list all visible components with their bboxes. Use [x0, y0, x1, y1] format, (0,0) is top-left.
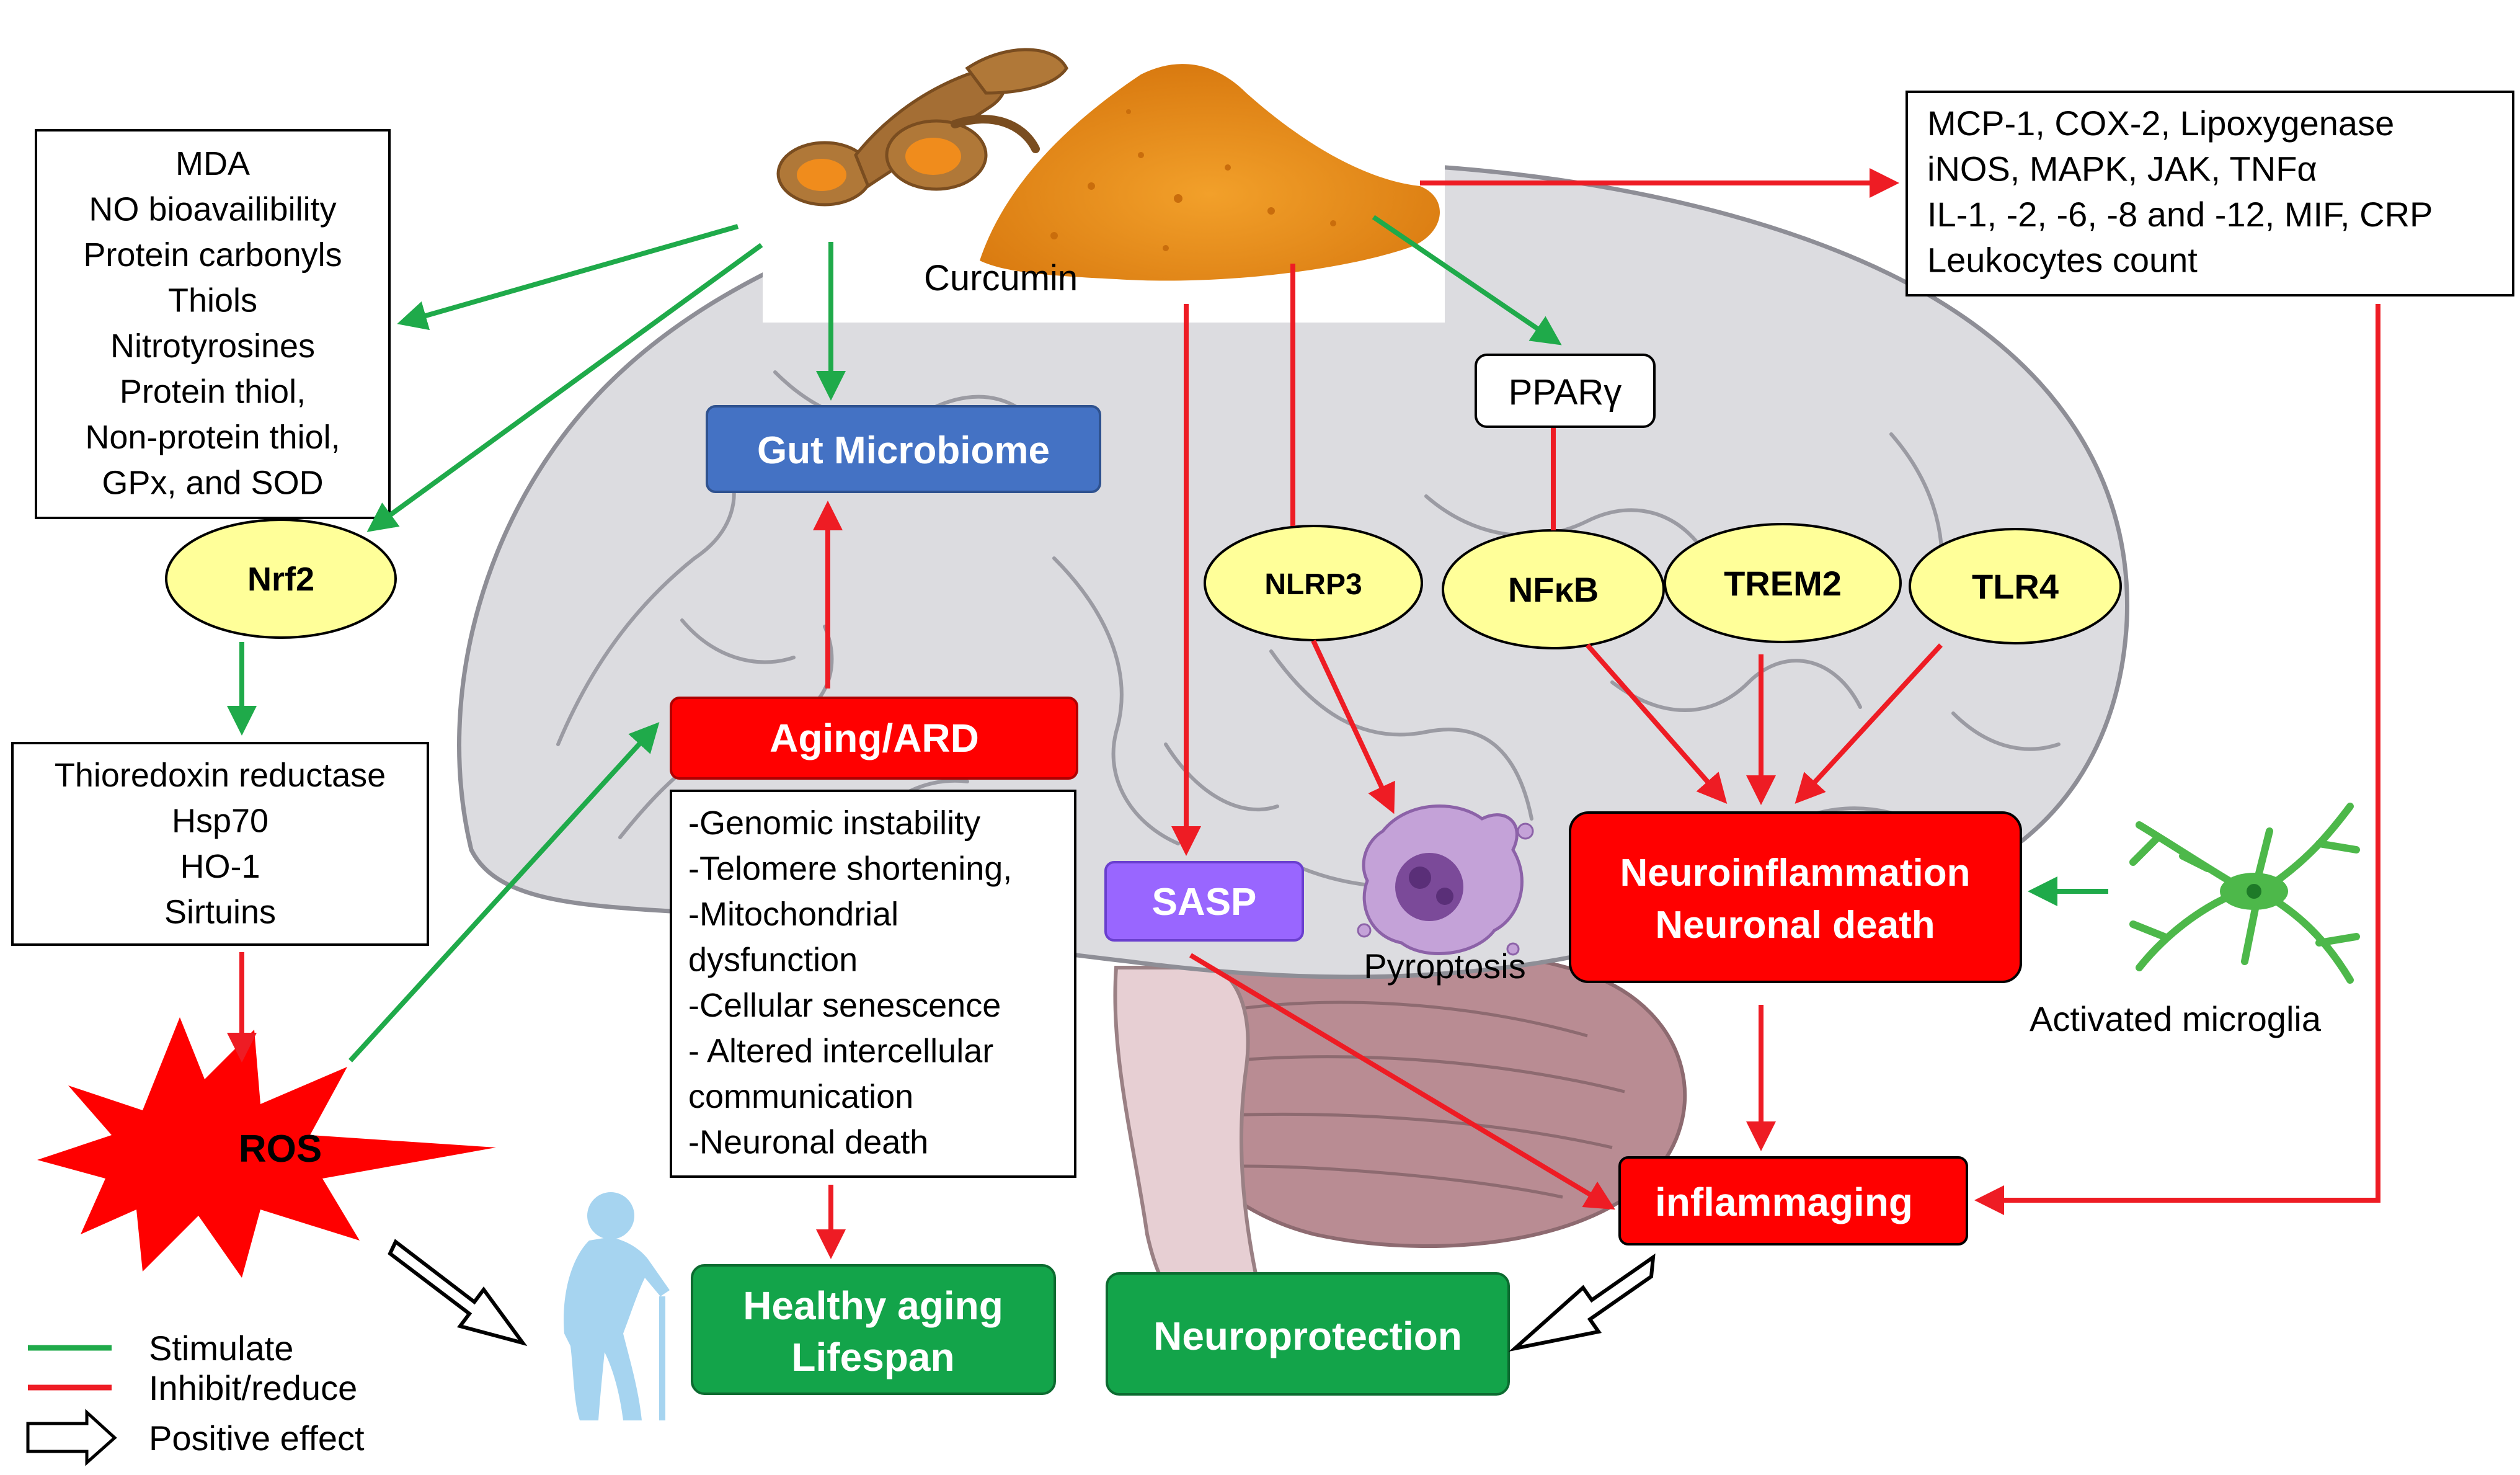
aging-feature-line: -Telomere shortening,: [688, 850, 1012, 888]
oxidative-marker-line: NO bioavailibility: [89, 191, 336, 228]
curcumin-label: Curcumin: [924, 258, 1078, 298]
activated-microglia-node: Activated microglia: [2030, 803, 2360, 1038]
arrow-cytokines-to-inflammaging: [1974, 304, 2380, 1215]
cytokine-line: iNOS, MAPK, JAK, TNFα: [1927, 149, 2317, 189]
aging-feature-line: -Genomic instability: [688, 804, 980, 842]
oxidative-marker-line: Thiols: [168, 282, 257, 319]
svg-text:Aging/ARD: Aging/ARD: [770, 716, 979, 760]
oxidative-marker-line: Nitrotyrosines: [110, 328, 315, 365]
svg-text:SASP: SASP: [1152, 881, 1257, 924]
arrow-nlrp3-to-pyroptosis: [1311, 639, 1395, 814]
oxidative-marker-line: Protein carbonyls: [83, 236, 342, 274]
svg-text:Gut Microbiome: Gut Microbiome: [757, 429, 1050, 472]
pyroptotic-cell-icon: [1357, 804, 1534, 956]
elderly-person-icon: [564, 1192, 670, 1420]
antioxidant-enzyme-line: HO-1: [180, 848, 260, 885]
oxidative-marker-line: MDA: [175, 145, 250, 182]
neuroinflammation-node: Neuroinflammation Neuronal death: [1569, 811, 2022, 983]
arrow-curcumin-to-ppar: [1372, 215, 1562, 345]
svg-text:Pyroptosis: Pyroptosis: [1364, 947, 1525, 986]
healthy-aging-node: Healthy aging Lifespan: [691, 1264, 1056, 1395]
cytokines-box: MCP-1, COX-2, Lipoxygenase iNOS, MAPK, JA…: [1906, 91, 2514, 296]
svg-text:Nrf2: Nrf2: [247, 561, 314, 598]
cytokine-line: MCP-1, COX-2, Lipoxygenase: [1927, 104, 2394, 143]
oxidative-marker-line: Protein thiol,: [120, 373, 306, 411]
curcumin-image: Curcumin: [763, 48, 1445, 323]
positive-arrow-inflammaging-to-neuroprotection: [1508, 1253, 1656, 1352]
gut-microbiome-node: Gut Microbiome: [706, 405, 1101, 493]
antioxidant-enzyme-line: Thioredoxin reductase: [55, 757, 386, 794]
ros-node: ROS: [37, 1017, 496, 1278]
aging-feature-line: - Altered intercellular: [688, 1033, 993, 1070]
legend-positive-arrow-icon: [26, 1409, 117, 1466]
svg-text:PPARγ: PPARγ: [1509, 372, 1622, 412]
arrow-nfkb-to-neuroinflammation: [1585, 643, 1728, 804]
aging-feature-line: -Neuronal death: [688, 1124, 928, 1161]
brain-stem: [1113, 966, 1267, 1324]
curcumin-powder-icon: [980, 64, 1440, 281]
svg-text:-Genomic instability-Telomere: -Genomic instability -Telomere shortening…: [688, 804, 1012, 1161]
aging-feature-line: -Mitochondrial: [688, 896, 898, 933]
aging-features-box: -Genomic instability -Telomere shortening…: [670, 790, 1076, 1178]
arrow-curcumin-to-nrf2: [366, 243, 763, 532]
svg-text:NLRP3: NLRP3: [1264, 568, 1362, 601]
svg-text:ROS: ROS: [239, 1128, 322, 1170]
pyroptosis-node: Pyroptosis: [1357, 804, 1534, 986]
positive-arrows-layer: [388, 1239, 1656, 1352]
legend-stimulate-label: Stimulate: [149, 1329, 293, 1368]
svg-text:Neuroprotection: Neuroprotection: [1153, 1314, 1462, 1358]
arrow-curcumin-to-oxidative-markers: [397, 224, 739, 331]
aging-ard-node: Aging/ARD: [670, 697, 1078, 780]
ppar-gamma-node: PPARγ: [1475, 354, 1656, 428]
cytokine-line: Leukocytes count: [1927, 241, 2198, 280]
legend-inhibit-label: Inhibit/reduce: [149, 1368, 357, 1407]
svg-text:NFκB: NFκB: [1508, 570, 1599, 609]
nrf2-node: Nrf2: [165, 519, 397, 639]
neuroprotection-node: Neuroprotection: [1106, 1272, 1510, 1396]
antioxidant-enzyme-line: Hsp70: [172, 803, 268, 840]
aging-feature-line: dysfunction: [688, 942, 858, 979]
arrow-ros-to-aging: [348, 722, 660, 1063]
legend-positive-label: Positive effect: [149, 1419, 365, 1458]
svg-text:Neuronal death: Neuronal death: [1655, 904, 1935, 947]
legend: Stimulate Inhibit/reduce Positive effect: [26, 1329, 365, 1466]
nfkb-node: NFκB: [1442, 529, 1665, 649]
trem2-node: TREM2: [1664, 523, 1902, 643]
antioxidant-enzyme-line: Sirtuins: [164, 894, 276, 931]
positive-arrow-ros-to-person: [388, 1239, 528, 1347]
svg-text:Healthy aging: Healthy aging: [743, 1283, 1003, 1328]
oxidative-marker-line: GPx, and SOD: [102, 465, 323, 502]
svg-text:Neuroinflammation: Neuroinflammation: [1620, 852, 1971, 894]
inflammaging-node: inflammaging: [1618, 1156, 1968, 1246]
oxidative-marker-line: Non-protein thiol,: [85, 419, 340, 456]
sasp-node: SASP: [1104, 861, 1304, 942]
svg-text:Activated microglia: Activated microglia: [2030, 999, 2322, 1038]
arrow-sasp-to-inflammaging: [1189, 953, 1615, 1210]
ros-burst-icon: [37, 1017, 496, 1278]
arrows-layer: [227, 168, 2380, 1259]
nlrp3-node: NLRP3: [1204, 525, 1423, 641]
svg-text:inflammaging: inflammaging: [1655, 1180, 1913, 1224]
svg-text:TLR4: TLR4: [1972, 567, 2059, 606]
svg-text:TREM2: TREM2: [1724, 564, 1842, 603]
cytokine-line: IL-1, -2, -6, -8 and -12, MIF, CRP: [1927, 195, 2433, 234]
aging-feature-line: -Cellular senescence: [688, 987, 1001, 1024]
aging-feature-line: communication: [688, 1078, 913, 1115]
tlr4-node: TLR4: [1909, 528, 2122, 644]
turmeric-root-icon: [776, 48, 1068, 207]
svg-text:Lifespan: Lifespan: [791, 1335, 954, 1379]
arrow-tlr4-to-neuroinflammation: [1795, 643, 1943, 804]
